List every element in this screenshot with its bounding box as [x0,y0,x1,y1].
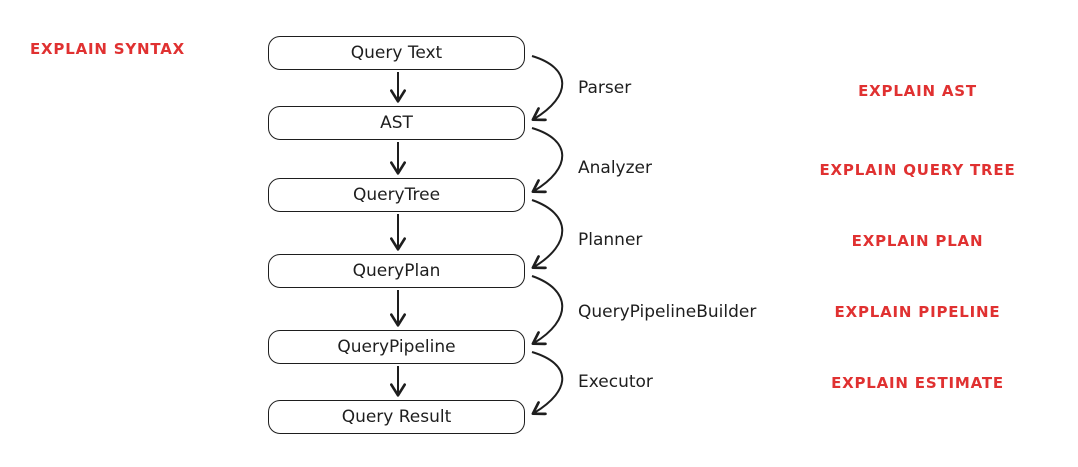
transition-arrow-analyzer [531,127,564,194]
transition-label-planner: Planner [578,230,643,250]
explain-pipeline-label: EXPLAIN PIPELINE [834,303,1001,321]
transition-label-analyzer: Analyzer [578,158,652,178]
stage-box-query-text: Query Text [268,36,525,70]
explain-estimate-label: EXPLAIN ESTIMATE [831,374,1004,392]
transition-arrow-planner [531,199,564,270]
transition-arrow-parser [531,55,564,122]
stage-box-query-plan: QueryPlan [268,254,525,288]
stage-box-query-result: Query Result [268,400,525,434]
transition-arrow-builder [531,275,564,346]
stage-box-query-tree: QueryTree [268,178,525,212]
transition-arrow-executor [531,351,564,416]
transition-label-parser: Parser [578,78,632,98]
explain-ast-label: EXPLAIN AST [858,82,977,100]
stage-box-query-pipeline: QueryPipeline [268,330,525,364]
transition-label-executor: Executor [578,372,653,392]
transition-label-builder: QueryPipelineBuilder [578,302,757,322]
stage-box-ast: AST [268,106,525,140]
explain-query-tree-label: EXPLAIN QUERY TREE [819,161,1016,179]
explain-syntax-label: EXPLAIN SYNTAX [30,40,185,58]
explain-plan-label: EXPLAIN PLAN [851,232,984,250]
